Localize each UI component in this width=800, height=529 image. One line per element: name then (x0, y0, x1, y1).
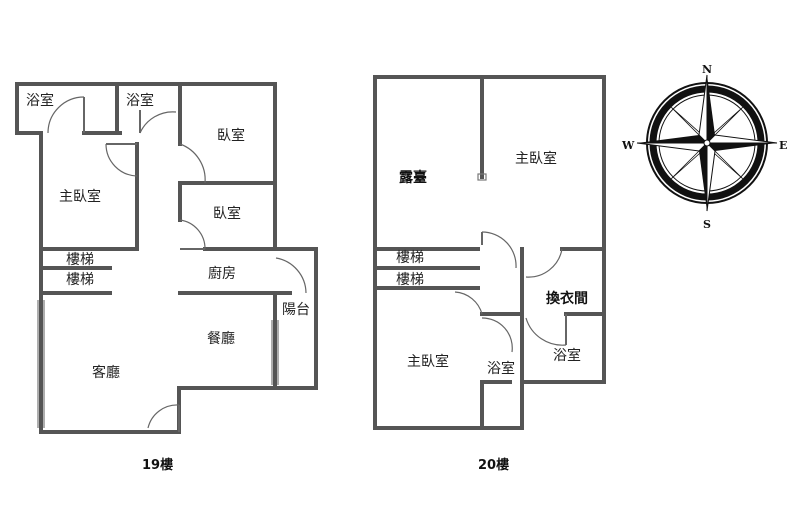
f20-door-bath-small (481, 317, 513, 353)
compass-rose-icon (636, 74, 778, 212)
compass-east-label: E (779, 139, 787, 152)
f20-label-stairs2: 樓梯 (396, 272, 424, 288)
floor-20-plan: 露臺 主臥室 樓梯 樓梯 換衣間 主臥室 浴室 浴室 20樓 (373, 75, 606, 473)
f20-label-master-top: 主臥室 (515, 150, 557, 167)
f19-door-bed1 (179, 143, 206, 184)
f19-label-balcony: 陽台 (282, 302, 310, 318)
f19-label-bedroom1: 臥室 (217, 127, 245, 144)
f20-floor-label: 20樓 (478, 457, 509, 473)
f19-label-master: 主臥室 (59, 188, 101, 205)
f19-label-bath1: 浴室 (26, 92, 54, 109)
compass-west-label: W (621, 139, 635, 152)
f19-label-bedroom2: 臥室 (213, 205, 241, 222)
f20-door-master-top (481, 231, 517, 269)
floor-19-plan: 浴室 浴室 臥室 主臥室 臥室 樓梯 樓梯 廚房 陽台 餐廳 客廳 19樓 (15, 82, 318, 473)
f19-label-bath2: 浴室 (126, 92, 154, 109)
f19-door-master (105, 143, 138, 177)
f19-label-dining: 餐廳 (207, 330, 235, 347)
f20-label-stairs1: 樓梯 (396, 250, 424, 266)
f19-floor-label: 19樓 (142, 457, 173, 473)
f19-label-living: 客廳 (92, 364, 120, 381)
f20-door-bedroom-closet (525, 248, 563, 278)
f19-label-stairs2: 樓梯 (66, 272, 94, 288)
compass-north-label: N (702, 63, 712, 76)
f19-label-kitchen: 廚房 (208, 265, 236, 282)
f20-label-closet: 換衣間 (546, 290, 588, 307)
f19-outer-wall (15, 82, 318, 434)
f19-door-bath1 (47, 96, 85, 134)
compass-south-label: S (703, 218, 711, 231)
f20-label-bath-small: 浴室 (487, 360, 515, 377)
f19-door-bath2 (139, 111, 177, 134)
f19-door-entry (147, 404, 180, 429)
f20-label-master-bottom: 主臥室 (407, 353, 449, 370)
f20-door-master-bottom (454, 291, 483, 315)
f19-door-bed2 (179, 219, 206, 250)
f19-door-balcony (275, 257, 307, 294)
f20-label-terrace: 露臺 (399, 169, 427, 186)
f19-label-stairs1: 樓梯 (66, 252, 94, 268)
f20-column (477, 173, 487, 181)
f20-label-bath: 浴室 (553, 347, 581, 364)
f20-door-bath (525, 317, 567, 346)
